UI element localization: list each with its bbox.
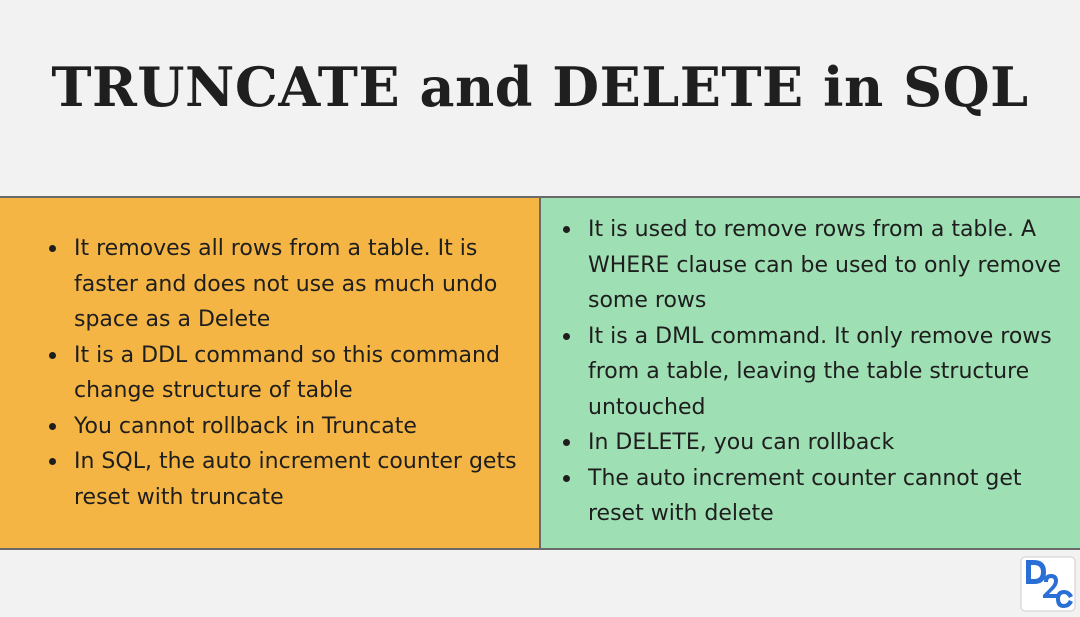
list-item: It is a DML command. It only remove rows… bbox=[562, 319, 1067, 426]
page-title: TRUNCATE and DELETE in SQL bbox=[51, 55, 1029, 119]
d2c-logo-graphic bbox=[1020, 556, 1076, 612]
delete-point-text: It is used to remove rows from a table. … bbox=[588, 217, 1062, 313]
truncate-point-text: It removes all rows from a table. It is … bbox=[74, 236, 498, 332]
bullet-icon bbox=[563, 226, 570, 233]
list-item: The auto increment counter cannot get re… bbox=[562, 461, 1067, 532]
bullet-icon bbox=[563, 439, 570, 446]
truncate-point-text: It is a DDL command so this command chan… bbox=[74, 342, 500, 404]
list-item: It is a DDL command so this command chan… bbox=[48, 338, 518, 409]
delete-point-text: In DELETE, you can rollback bbox=[588, 430, 895, 455]
bullet-icon bbox=[563, 474, 570, 482]
list-item: It removes all rows from a table. It is … bbox=[48, 231, 518, 338]
list-item: In SQL, the auto increment counter gets … bbox=[48, 444, 518, 515]
bullet-icon bbox=[49, 245, 56, 252]
bullet-icon bbox=[563, 332, 570, 340]
list-item: You cannot rollback in Truncate bbox=[48, 409, 518, 445]
bullet-icon bbox=[49, 422, 56, 430]
delete-point-text: It is a DML command. It only remove rows… bbox=[588, 323, 1052, 420]
list-item: It is used to remove rows from a table. … bbox=[562, 212, 1067, 319]
truncate-point-text: In SQL, the auto increment counter gets … bbox=[74, 449, 517, 510]
truncate-panel: It removes all rows from a table. It is … bbox=[0, 198, 541, 548]
delete-panel: It is used to remove rows from a table. … bbox=[541, 198, 1080, 548]
delete-point-text: The auto increment counter cannot get re… bbox=[588, 465, 1022, 527]
truncate-points-list: It removes all rows from a table. It is … bbox=[48, 231, 518, 515]
list-item: In DELETE, you can rollback bbox=[562, 425, 1067, 461]
bullet-icon bbox=[49, 458, 56, 465]
delete-points-list: It is used to remove rows from a table. … bbox=[562, 212, 1067, 532]
comparison-table: It removes all rows from a table. It is … bbox=[0, 196, 1080, 550]
d2c-logo-icon bbox=[1020, 556, 1076, 612]
bullet-icon bbox=[49, 351, 56, 359]
truncate-point-text: You cannot rollback in Truncate bbox=[74, 413, 417, 439]
